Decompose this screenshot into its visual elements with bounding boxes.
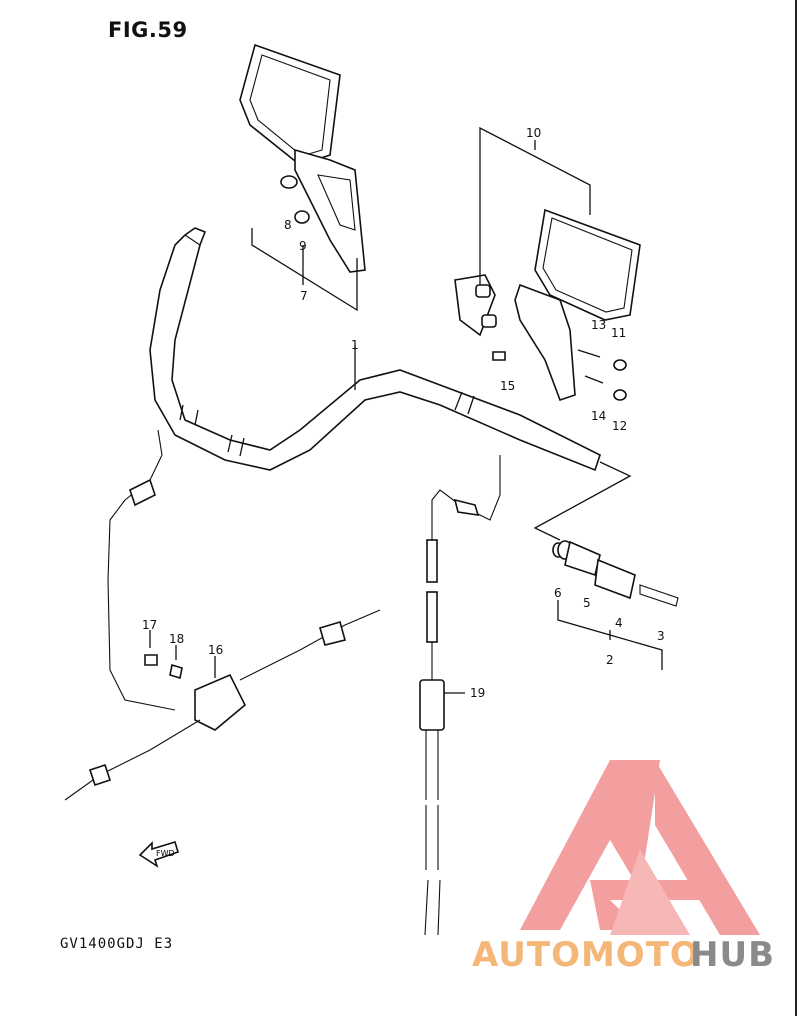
watermark-text: AUTOMOTO HUB	[472, 935, 775, 975]
callout-16: 16	[208, 643, 223, 657]
callout-9: 9	[299, 239, 307, 253]
fwd-label: FWD	[156, 849, 175, 858]
bar-end-weights	[533, 461, 679, 670]
watermark-logo	[520, 760, 760, 935]
callout-15: 15	[500, 379, 515, 393]
callout-12: 12	[612, 419, 627, 433]
callout-2: 2	[606, 653, 614, 667]
callout-13: 13	[591, 318, 606, 332]
watermark-part1: AUTOMOTO	[472, 935, 700, 975]
page-edge-line	[795, 0, 797, 1016]
right-mirror	[454, 126, 641, 402]
clutch-cable-and-switch	[64, 429, 381, 801]
watermark-part2: HUB	[690, 935, 775, 975]
callout-18: 18	[169, 632, 184, 646]
callout-11: 11	[611, 326, 626, 340]
left-mirror	[239, 43, 366, 312]
throttle-cable	[419, 455, 501, 936]
callout-14: 14	[591, 409, 606, 423]
callout-7: 7	[300, 289, 308, 303]
callout-5: 5	[583, 596, 591, 610]
callout-10: 10	[526, 126, 541, 140]
callout-17: 17	[142, 618, 157, 632]
handlebar	[149, 227, 601, 472]
fwd-arrow: FWD	[138, 841, 179, 868]
callout-4: 4	[615, 616, 623, 630]
callout-labels: 1 2 3 4 5 6 7 8 9 10 11 12 13 14 15 16 1…	[142, 126, 665, 700]
callout-8: 8	[284, 218, 292, 232]
callout-19: 19	[470, 686, 485, 700]
callout-1: 1	[351, 338, 359, 352]
figure-title: FIG.59	[108, 18, 188, 42]
callout-3: 3	[657, 629, 665, 643]
callout-6: 6	[554, 586, 562, 600]
model-code: GV1400GDJ E3	[60, 936, 174, 952]
